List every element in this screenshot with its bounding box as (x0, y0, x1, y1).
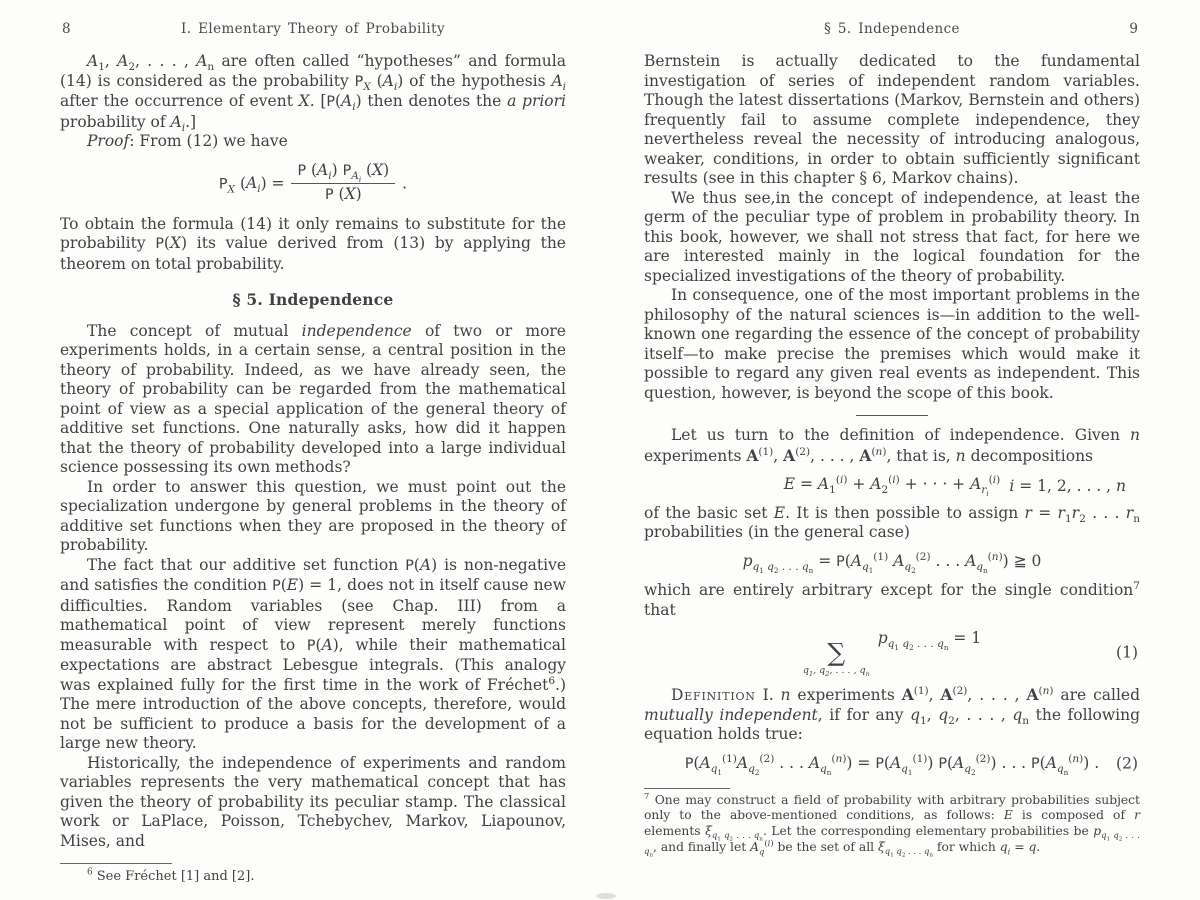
paragraph-wethussee: We thus see,in the concept of independen… (644, 188, 1140, 285)
left-page: 8 I. Elementary Theory of Probability A1… (60, 0, 566, 886)
paragraph-inorder: In order to answer this question, we mus… (60, 477, 566, 555)
footnote-left: 6 See Fréchet [1] and [2]. (87, 867, 255, 884)
footnote-right: 7 One may construct a field of probabili… (644, 790, 1140, 860)
probabilities-equation: pq1 q2 . . . qn = P(Aq1(1) Aq2(2) . . . … (742, 550, 1042, 575)
paragraph-basicset: of the basic set E. It is then possible … (644, 503, 1141, 542)
paragraph-inconsequence: In consequence, one of the most importan… (644, 286, 1140, 402)
right-page-number: 9 (1129, 21, 1138, 37)
paragraph-arbitrary: which are entirely arbitrary except for … (644, 579, 1140, 619)
equation-number-2: (2) (1116, 754, 1138, 772)
right-page: § 5. Independence 9 Bernstein is actuall… (644, 0, 1141, 860)
right-page-header: § 5. Independence 9 (644, 20, 1140, 37)
paragraph-historically: Historically, the independence of experi… (60, 753, 566, 850)
paragraph-obtain: To obtain the formula (14) it only remai… (60, 214, 566, 273)
product-equation: P(Aq1(1)Aq2(2) . . . Aqn(n)) = P(Aq1(1))… (644, 752, 1140, 777)
section-heading: § 5. Independence (232, 290, 394, 309)
footnote-rule-left (60, 863, 172, 864)
right-running-title: § 5. Independence (824, 21, 960, 37)
equation-number-1: (1) (1116, 642, 1138, 661)
decomposition-equation: E = A1(i) + A2(i) + · · · + Ari(i) i = 1… (644, 473, 1140, 499)
sum-equation-body: ∑q1, q2, . . . , qn pq1 q2 . . . qn = 1 (802, 629, 982, 678)
sum-equation: ∑q1, q2, . . . , qn pq1 q2 . . . qn = 1 … (644, 629, 1140, 678)
paragraph-concept: The concept of mutual independence of tw… (60, 321, 566, 477)
decomposition-index-range: i = 1, 2, . . . , n (1009, 477, 1126, 495)
decomposition-equation-body: E = A1(i) + A2(i) + · · · + Ari(i) (783, 473, 1001, 499)
section-divider (856, 415, 928, 416)
left-page-header: 8 I. Elementary Theory of Probability (60, 20, 566, 37)
scan-artifact (596, 893, 616, 899)
paragraph-proof: Proof: From (12) we have (87, 132, 288, 150)
footnote-rule-right (644, 788, 730, 789)
bayes-formula: PX (Ai) = P (Ai) PAi (X)P (X) . (218, 160, 408, 204)
paragraph-definition: Definition I. n experiments A(1), A(2), … (644, 684, 1141, 743)
paragraph-hypotheses: A1, A2, . . . , An are often called “hyp… (60, 52, 567, 134)
paragraph-bernstein: Bernstein is actually dedicated to the f… (644, 52, 1140, 187)
left-page-number: 8 (62, 21, 71, 37)
left-running-title: I. Elementary Theory of Probability (180, 21, 445, 37)
paragraph-fact: The fact that our additive set function … (60, 555, 567, 753)
product-equation-body: P(Aq1(1)Aq2(2) . . . Aqn(n)) = P(Aq1(1))… (684, 752, 1100, 777)
paragraph-letusturn: Let us turn to the definition of indepen… (644, 426, 1140, 465)
